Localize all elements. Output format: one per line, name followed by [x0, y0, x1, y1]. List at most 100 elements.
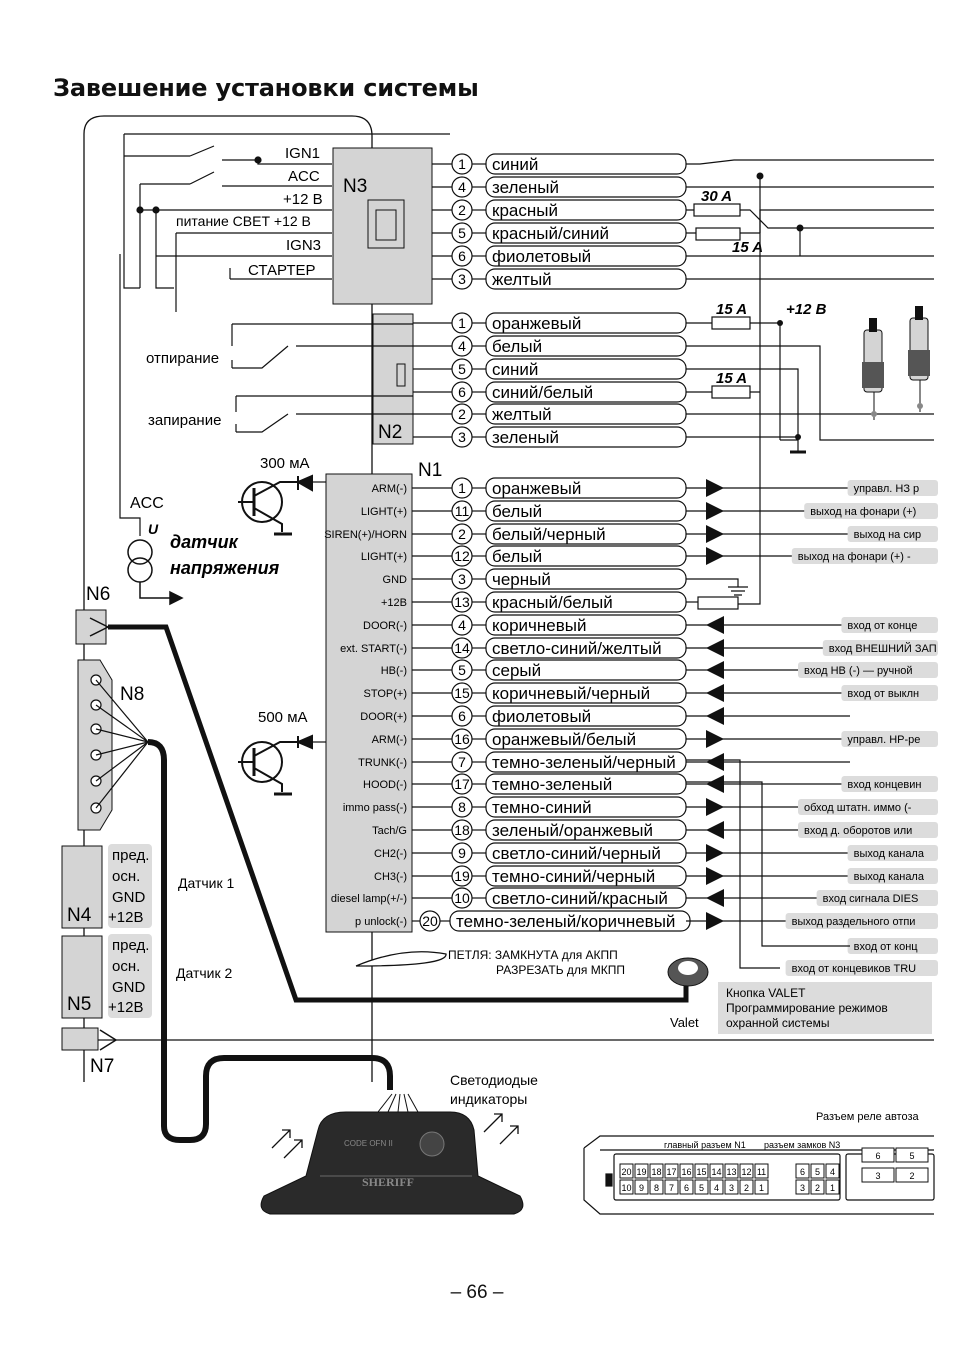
relay-pin-number: 6 — [684, 1183, 689, 1193]
relay-pin-cell — [619, 1179, 634, 1195]
n1-wire-4-desc-tag — [791, 548, 938, 564]
n1-wire-12-desc-tag — [841, 731, 938, 747]
relay-pin-cell — [709, 1163, 724, 1179]
relay-pin-cell — [679, 1179, 694, 1195]
n1-wire-13-color-label: темно-зеленый/черный — [492, 753, 676, 772]
unit-outline — [83, 115, 373, 1082]
relay-pin-cell — [679, 1163, 694, 1179]
relay-pin-cell — [810, 1163, 825, 1179]
n1-wire-2-out-arrow — [706, 502, 724, 520]
transistor-300ma-label: 300 мА — [260, 455, 310, 472]
n1-wire-12-color-label: оранжевый/белый — [492, 730, 636, 749]
control-unit: CODE OFN II SHERIFF — [260, 1111, 524, 1215]
n8-label: N8 — [120, 684, 144, 705]
n1-wire-17-out-arrow — [706, 844, 724, 862]
n1-wire-12-pin-number: 16 — [454, 731, 470, 747]
n2-wire-1-color-label: оранжевый — [492, 314, 581, 333]
n3-wire-4-color-label: красный/синий — [492, 224, 609, 243]
fuse-15a-n2b-label: 15 A — [716, 370, 747, 387]
n1-wire-19-color-label: светло-синий/красный — [492, 889, 668, 908]
relay-pin-number: 5 — [699, 1183, 704, 1193]
n1-wire-7-pin-number: 4 — [458, 617, 466, 633]
n1-wire-9-pin-name: HB(-) — [381, 665, 407, 677]
n1-wire-4-desc-text: выход на фонари (+) - — [798, 551, 911, 563]
relay-pin-number: 17 — [666, 1167, 676, 1177]
relay-pin-cell — [664, 1163, 679, 1179]
n1-wire-3-desc-text: выход на сир — [854, 529, 922, 541]
valet-button — [667, 957, 709, 987]
relay-pin-number: 4 — [830, 1167, 835, 1177]
n2-wire-6-pin-number: 3 — [458, 429, 466, 445]
relay-pin-number: 3 — [729, 1183, 734, 1193]
relay-pin-cell — [895, 1167, 929, 1183]
relay-pin-cell — [861, 1167, 895, 1183]
relay-pin-number: 10 — [621, 1183, 631, 1193]
n1-wire-11-pin-name: DOOR(+) — [360, 711, 407, 723]
relay-pin-cell — [795, 1179, 810, 1195]
n1-wire-15-desc-tag — [798, 799, 938, 815]
n1-wire-8-in-arrow — [706, 639, 724, 657]
n1-wire-7-desc-tag — [841, 617, 938, 633]
n1-wire-8-pin-name: ext. START(-) — [340, 643, 407, 655]
n2-wire-5-color-label: желтый — [492, 405, 552, 424]
relay-title: Разъем реле автоза — [816, 1111, 920, 1123]
n2-connector — [372, 313, 414, 445]
n7-connector — [61, 1027, 99, 1051]
plus12-label: +12 B — [283, 191, 323, 208]
fuses — [693, 203, 751, 610]
n1-wire-20-pin-name: p unlock(-) — [355, 916, 407, 928]
n1-wire-15-out-arrow — [706, 798, 724, 816]
n1-wire-17-desc-text: выход канала — [854, 848, 925, 860]
relay-pin-number: 3 — [800, 1183, 805, 1193]
n2-wire-2-pin-number: 4 — [458, 338, 466, 354]
n1-wire-14-pin-name: HOOD(-) — [363, 779, 407, 791]
n1-label: N1 — [418, 460, 442, 481]
n1-wire-10-pin-number: 15 — [454, 685, 470, 701]
n1-wire-1-desc-tag — [847, 480, 938, 496]
n1-wire-14-color-label: темно-зеленый — [492, 775, 612, 794]
valet-desc-3: охранной системы — [726, 1016, 829, 1030]
n1-wire-18-out-arrow — [706, 867, 724, 885]
n4-label: N4 — [67, 905, 92, 926]
n1-wire-19-in-arrow — [706, 889, 724, 907]
n1-wire-13-pin-name: TRUNK(-) — [358, 757, 407, 769]
n1-wire-4-color-label: белый — [492, 547, 542, 566]
n1-wire-18-desc-text: выход канала — [854, 871, 925, 883]
n1-wire-3-color-label: белый/черный — [492, 525, 606, 544]
n4-connector — [61, 845, 103, 929]
n1-wire-6-pin-name: +12B — [381, 597, 407, 609]
n1-wire-12-out-arrow — [706, 730, 724, 748]
relay-pin-number: 12 — [741, 1167, 751, 1177]
n1-wire-9-desc-tag — [798, 662, 938, 678]
n5-pin-4: +12B — [108, 999, 143, 1016]
n1-wire-15-color-label: темно-синий — [492, 798, 592, 817]
relay-pin-cell — [754, 1179, 769, 1195]
fuse-30a-label: 30 A — [701, 188, 732, 205]
relay-pin-number: 8 — [654, 1183, 659, 1193]
n3-wire-5-color-label: фиолетовый — [492, 247, 591, 266]
n1-wire-3-pin-name: SIREN(+)/HORN — [324, 529, 407, 541]
n1-wire-5-color-label: черный — [492, 570, 551, 589]
relay-pin-cell — [754, 1163, 769, 1179]
n5-pin-1: пред. — [112, 937, 149, 954]
n8-cable — [147, 739, 393, 1143]
n2-wire-3-pin-number: 5 — [458, 361, 466, 377]
n2-wire-2-color-label: белый — [492, 337, 542, 356]
n3-wire-2-pin-number: 4 — [458, 179, 466, 195]
relay-pin-number: 16 — [681, 1167, 691, 1177]
n1-wire-15-pin-name: immo pass(-) — [343, 802, 407, 814]
relay-pin-cell — [825, 1163, 840, 1179]
n1-wire-12-desc-text: управл. НР-ре — [847, 734, 920, 746]
relay-pin-number: 13 — [726, 1167, 736, 1177]
n1-wire-7-in-arrow — [706, 616, 724, 634]
n1-wire-20-desc-tag — [785, 913, 938, 929]
n2-wire-4-color-label: синий/белый — [492, 383, 593, 402]
n1-wire-10-desc-text: вход от выклн — [847, 688, 919, 700]
n2-wire-1-pin-number: 1 — [458, 315, 466, 331]
n1-wire-16-in-arrow — [706, 821, 724, 839]
fuse-15a-n2b — [711, 385, 751, 399]
led-arrows-left — [271, 1129, 303, 1159]
n1-wire-20-desc-text: выход раздельного отпи — [792, 916, 916, 928]
n1-wire-15-desc-text: обход штатн. иммо (- — [804, 802, 912, 814]
